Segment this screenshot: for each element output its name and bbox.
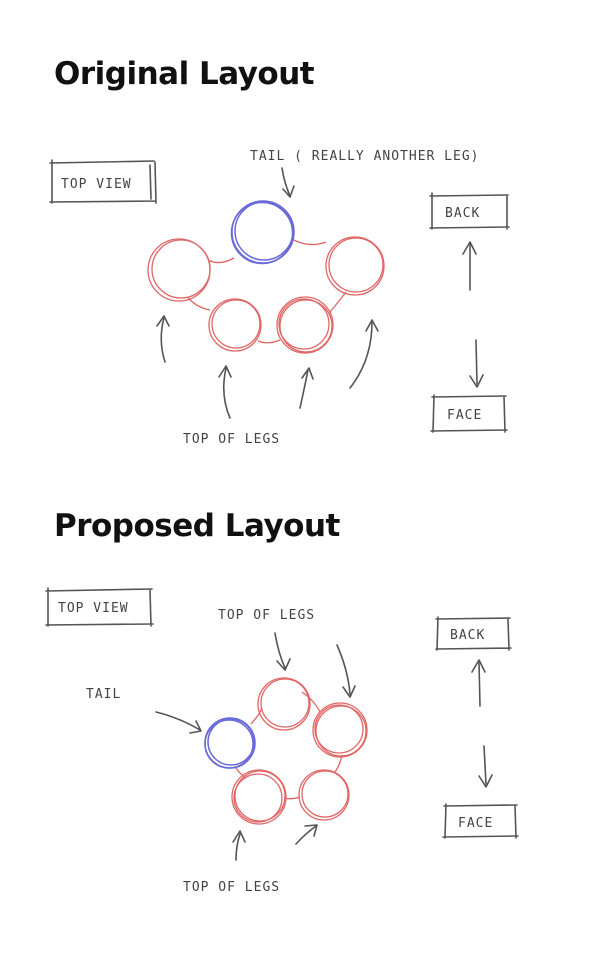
- proposed-legs-label-top: TOP OF LEGS: [218, 608, 315, 623]
- original-leg-circle: [325, 236, 385, 296]
- proposed-leg-circle: [257, 677, 311, 731]
- proposed-down-arrow: [478, 745, 493, 788]
- proposed-tail-label: TAIL: [86, 687, 121, 702]
- original-leg-arrow: [156, 315, 170, 363]
- original-layout-title: Original Layout: [54, 56, 315, 92]
- original-legs-label: TOP OF LEGS: [183, 432, 280, 447]
- original-leg-arrow: [218, 365, 232, 419]
- proposed-leg-arrow: [295, 824, 318, 845]
- original-tail-label: TAIL ( REALLY ANOTHER LEG): [250, 149, 480, 164]
- proposed-leg-circle: [231, 769, 287, 825]
- proposed-diagram: TOP VIEW TOP OF LEGS TAIL: [45, 587, 519, 895]
- proposed-tail-circle: [204, 717, 256, 769]
- original-link: [207, 257, 235, 264]
- original-up-arrow: [462, 241, 477, 291]
- proposed-back-label: BACK: [450, 628, 485, 643]
- proposed-leg-circle: [298, 769, 350, 821]
- proposed-link: [301, 691, 321, 713]
- original-back-label: BACK: [445, 206, 480, 221]
- original-down-arrow: [469, 339, 484, 388]
- original-link: [257, 339, 281, 344]
- proposed-leg-arrow: [336, 644, 356, 698]
- proposed-top-view-label: TOP VIEW: [58, 601, 129, 616]
- original-top-view-box: TOP VIEW: [49, 159, 157, 204]
- proposed-back-box: BACK: [435, 616, 512, 651]
- original-diagram: TOP VIEW TAIL ( REALLY ANOTHER LEG): [49, 149, 510, 447]
- proposed-leg-arrow: [232, 830, 246, 861]
- original-back-box: BACK: [429, 192, 510, 230]
- original-link: [293, 239, 327, 246]
- proposed-tail-arrow: [155, 711, 202, 734]
- original-top-view-label: TOP VIEW: [61, 177, 132, 192]
- proposed-layout-title: Proposed Layout: [54, 508, 340, 544]
- proposed-leg-arrow: [274, 632, 291, 671]
- proposed-up-arrow: [471, 659, 486, 707]
- proposed-legs-label-bottom: TOP OF LEGS: [183, 880, 280, 895]
- original-face-box: FACE: [430, 394, 508, 433]
- proposed-face-box: FACE: [442, 803, 519, 839]
- original-link: [329, 291, 347, 313]
- original-leg-arrow: [349, 319, 379, 389]
- original-leg-circle: [208, 298, 262, 352]
- original-face-label: FACE: [447, 408, 482, 423]
- proposed-leg-circle: [312, 702, 368, 758]
- original-tail-circle: [230, 200, 295, 265]
- original-link: [187, 297, 211, 311]
- original-leg-circle: [276, 296, 334, 354]
- proposed-face-label: FACE: [458, 816, 493, 831]
- proposed-top-view-box: TOP VIEW: [45, 587, 154, 627]
- original-leg-arrow: [299, 367, 314, 409]
- original-tail-arrow: [281, 167, 295, 198]
- original-leg-circle: [147, 238, 211, 302]
